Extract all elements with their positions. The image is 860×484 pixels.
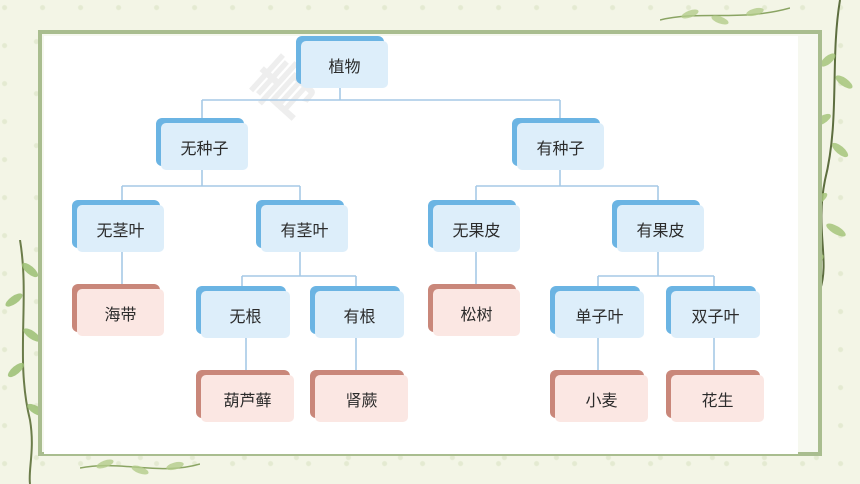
node-dicot: 双子叶 — [666, 286, 760, 338]
node-pine: 松树 — [428, 284, 520, 336]
node-kelp: 海带 — [72, 284, 164, 336]
node-moss: 葫芦藓 — [196, 370, 294, 422]
node-rooted: 有根 — [310, 286, 404, 338]
node-rootless: 无根 — [196, 286, 290, 338]
node-has-stem-leaf: 有茎叶 — [256, 200, 348, 252]
node-seedless: 无种子 — [156, 118, 248, 170]
node-monocot: 单子叶 — [550, 286, 644, 338]
node-seed: 有种子 — [512, 118, 604, 170]
node-fern: 肾蕨 — [310, 370, 408, 422]
node-no-stem-leaf: 无茎叶 — [72, 200, 164, 252]
node-no-pericarp: 无果皮 — [428, 200, 520, 252]
leaf-vine-icon — [80, 452, 200, 484]
node-root: 植物 — [296, 36, 388, 88]
node-wheat: 小麦 — [550, 370, 648, 422]
node-peanut: 花生 — [666, 370, 764, 422]
node-has-pericarp: 有果皮 — [612, 200, 704, 252]
